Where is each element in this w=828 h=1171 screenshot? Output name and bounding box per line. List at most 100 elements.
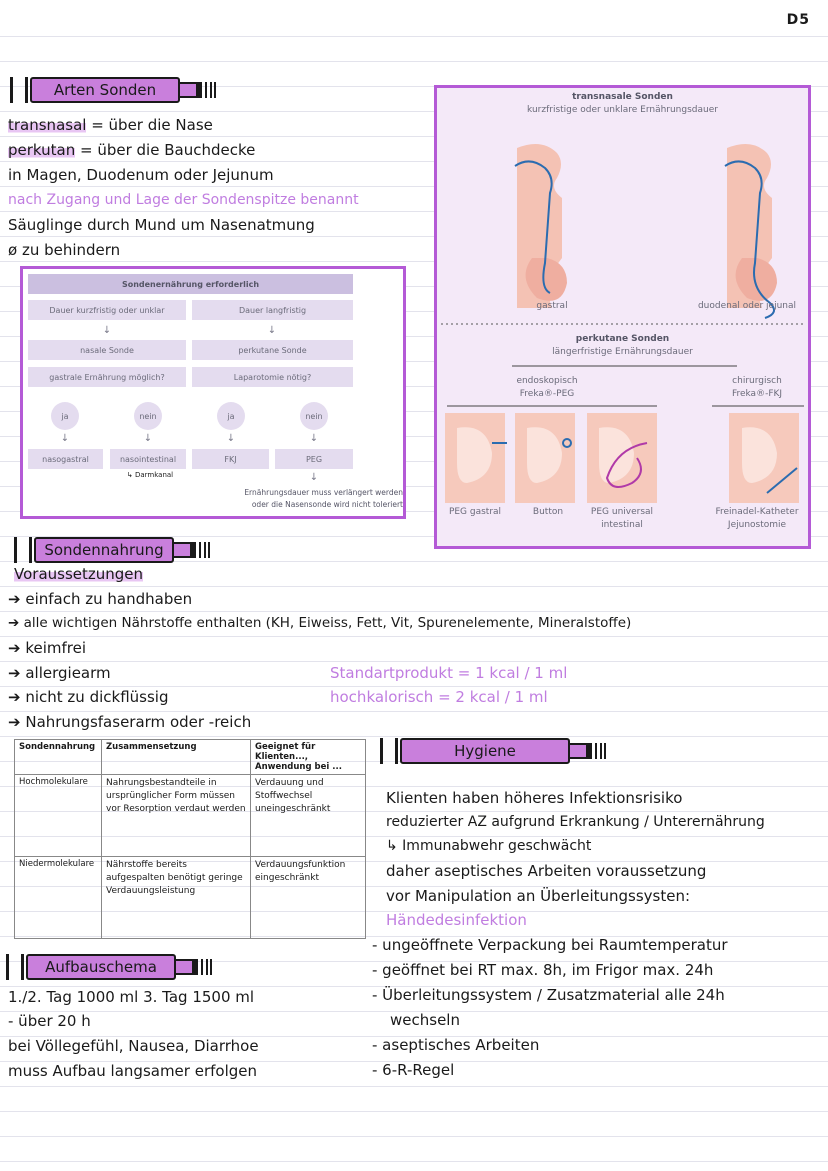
flow-footnote-2: oder die Nasensonde wird nicht toleriert xyxy=(251,499,403,509)
aufbau-line: muss Aufbau langsamer erfolgen xyxy=(8,1062,258,1080)
nahrung-item: ➔ einfach zu handhaben xyxy=(8,590,193,608)
arten-line-5: Säuglinge durch Mund um Nasenatmung xyxy=(8,216,315,234)
syringe-tip-icon xyxy=(176,959,194,975)
hygiene-line-12: - 6-R-Regel xyxy=(372,1061,455,1079)
arten-line-4: nach Zugang und Lage der Sondenspitze be… xyxy=(8,192,359,208)
fig-cap-freinadel: Freinadel-Katheter xyxy=(715,507,799,517)
anatomy-illustrations xyxy=(441,144,804,503)
page-number: D5 xyxy=(786,12,810,28)
freinadel-katheter-icon xyxy=(729,413,799,503)
hygiene-line-9: - Überleitungssystem / Zusatzmaterial al… xyxy=(372,986,725,1004)
fig-title-transnasal: transnasale Sonden xyxy=(572,92,673,102)
nahrung-item: ➔ nicht zu dickflüssig xyxy=(8,688,169,706)
table-row: Hochmolekulare Nahrungsbestandteile in u… xyxy=(14,774,366,857)
nahrung-subtitle: Voraussetzungen xyxy=(14,562,144,587)
nahrung-item-text: einfach zu handhaben xyxy=(25,590,193,608)
hygiene-line-4: daher aseptisches Arbeiten voraussetzung xyxy=(386,862,707,880)
sondennahrung-table: Sondennahrung Zusammensetzung Geeignet f… xyxy=(14,739,366,939)
fig-chirurgisch: chirurgisch xyxy=(732,376,782,386)
arrow-down-icon: ↓ xyxy=(102,324,112,336)
table-cell: Nahrungsbestandteile in ursprünglicher F… xyxy=(101,774,251,857)
fig-cap-gastral: gastral xyxy=(536,301,568,311)
kcal-standard: Standartprodukt = 1 kcal / 1 ml xyxy=(330,664,568,682)
flow-nein-2: nein xyxy=(300,402,328,430)
aufbau-line: 1./2. Tag 1000 ml 3. Tag 1500 ml xyxy=(8,988,255,1006)
aufbau-syringe-header: Aufbauschema xyxy=(6,947,212,987)
table-header-row: Sondennahrung Zusammensetzung Geeignet f… xyxy=(14,739,366,775)
table-cell: Verdauung und Stoffwechsel uneingeschrän… xyxy=(250,774,366,857)
fig-freka-fkj: Freka®-FKJ xyxy=(731,389,783,399)
nahrung-item: ➔ keimfrei xyxy=(8,639,87,657)
head-profile-duodenal-icon xyxy=(724,144,777,319)
table-header: Geeignet für Klienten..., Anwendung bei … xyxy=(250,739,366,775)
hygiene-title: Hygiene xyxy=(400,738,570,764)
syringe-tip-icon xyxy=(180,82,198,98)
fig-endoskopisch: endoskopisch xyxy=(516,376,578,386)
flow-left-question: gastrale Ernährung möglich? xyxy=(28,367,186,387)
flow-out-peg: PEG xyxy=(275,449,353,469)
syringe-tip-icon xyxy=(570,743,588,759)
table-cell: Hochmolekulare xyxy=(14,774,102,857)
arrow-down-icon: ↓ xyxy=(309,432,319,444)
fig-cap-peg-universal: PEG universal xyxy=(590,507,654,517)
flow-footnote-1: Ernährungsdauer muss verlängert werden xyxy=(244,487,403,497)
nahrung-item-text: keimfrei xyxy=(25,639,87,657)
flow-title: Sondenernährung erforderlich xyxy=(28,274,353,294)
arrow-down-icon: ↓ xyxy=(267,324,277,336)
term-perkutan: perkutan xyxy=(8,141,76,159)
nahrung-item-text: alle wichtigen Nährstoffe enthalten (KH,… xyxy=(23,615,632,631)
fig-cap-button: Button xyxy=(532,507,564,517)
aufbau-line: - über 20 h xyxy=(8,1012,91,1030)
table-header: Sondennahrung xyxy=(14,739,102,775)
hygiene-line-1: Klienten haben höheres Infektionsrisiko xyxy=(386,789,683,807)
fig-freka-peg: Freka®-PEG xyxy=(519,389,575,399)
nahrung-item: ➔ alle wichtigen Nährstoffe enthalten (K… xyxy=(8,615,632,631)
syringe-plunger-icon xyxy=(14,537,32,563)
flow-nein-1: nein xyxy=(134,402,162,430)
fig-cap-peg-gastral: PEG gastral xyxy=(448,507,502,517)
table-cell: Niedermolekulare xyxy=(14,856,102,939)
fig-sub-perkutan: längerfristige Ernährungsdauer xyxy=(552,347,693,357)
table-row: Niedermolekulare Nährstoffe bereits aufg… xyxy=(14,856,366,939)
kcal-hochkalorisch: hochkalorisch = 2 kcal / 1 ml xyxy=(330,688,548,706)
syringe-tip-icon xyxy=(174,542,192,558)
arrow-down-icon: ↓ xyxy=(143,432,153,444)
table-cell: Verdauungsfunktion eingeschränkt xyxy=(250,856,366,939)
head-profile-gastral-icon xyxy=(514,144,567,308)
flowchart-figure: Sondenernährung erforderlich Dauer kurzf… xyxy=(20,266,406,519)
hygiene-line-11: - aseptisches Arbeiten xyxy=(372,1036,540,1054)
flow-ja-1: ja xyxy=(51,402,79,430)
nahrung-item-text: Nahrungsfaserarm oder -reich xyxy=(25,713,252,731)
nahrung-title: Sondennahrung xyxy=(34,537,174,563)
fig-cap-duodenal: duodenal oder jejunal xyxy=(697,301,797,311)
arten-line-3: in Magen, Duodenum oder Jejunum xyxy=(8,166,274,184)
nahrung-item-text: allergiearm xyxy=(25,664,111,682)
flow-handnote: ↳ Darmkanal xyxy=(126,471,174,479)
nahrung-item: ➔ allergiearm xyxy=(8,664,111,682)
table-header: Zusammensetzung xyxy=(101,739,251,775)
def-transnasal: = über die Nase xyxy=(86,116,213,134)
arrow-down-icon: ↓ xyxy=(309,471,319,483)
flow-right-question: Laparotomie nötig? xyxy=(192,367,353,387)
hygiene-line-10: wechseln xyxy=(390,1011,460,1029)
arten-line-transnasal: transnasal = über die Nase xyxy=(8,113,213,138)
arten-title: Arten Sonden xyxy=(30,77,180,103)
fig-cap-intestinal: intestinal xyxy=(601,520,643,530)
nahrung-syringe-header: Sondennahrung xyxy=(14,530,210,570)
hygiene-line-7: - ungeöffnete Verpackung bei Raumtempera… xyxy=(372,936,728,954)
hygiene-line-6: Händedesinfektion xyxy=(386,911,527,929)
syringe-needle-icon xyxy=(192,542,210,558)
hygiene-line-5: vor Manipulation an Überleitungssysten: xyxy=(386,887,691,905)
fig-sub-transnasal: kurzfristige oder unklare Ernährungsdaue… xyxy=(527,105,718,115)
arten-line-perkutan: perkutan = über die Bauchdecke xyxy=(8,138,255,163)
flow-right-mid: perkutane Sonde xyxy=(192,340,353,360)
hygiene-line-8: - geöffnet bei RT max. 8h, im Frigor max… xyxy=(372,961,714,979)
flow-left-mid: nasale Sonde xyxy=(28,340,186,360)
button-icon xyxy=(515,413,575,503)
flow-left-top: Dauer kurzfristig oder unklar xyxy=(28,300,186,320)
nahrung-item: ➔ Nahrungsfaserarm oder -reich xyxy=(8,713,252,731)
flow-ja-2: ja xyxy=(217,402,245,430)
arrow-down-icon: ↓ xyxy=(60,432,70,444)
table-cell: Nährstoffe bereits aufgespalten benötigt… xyxy=(101,856,251,939)
syringe-needle-icon xyxy=(194,959,212,975)
